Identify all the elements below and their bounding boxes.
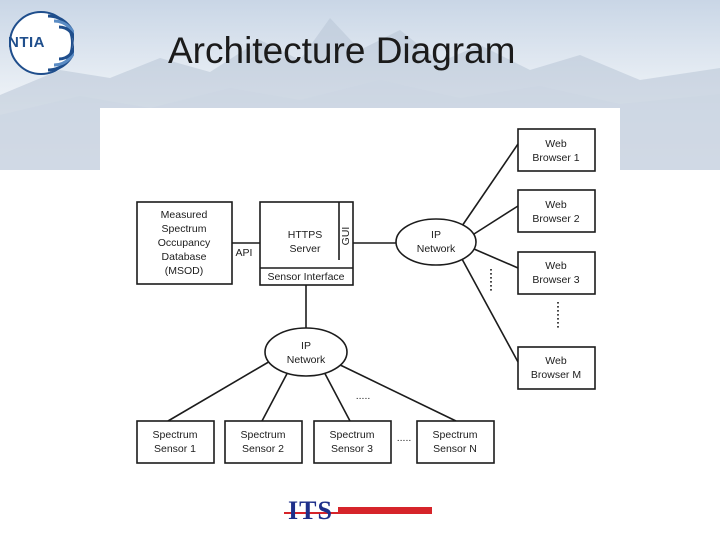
web-browser-2-label-2: Browser 2: [532, 213, 579, 225]
network-sensor1-link: [167, 359, 273, 422]
web-browser-m-box: [517, 346, 596, 390]
ellipsis-sensors: .....: [397, 432, 412, 444]
msod-label-4: Database: [162, 251, 207, 263]
https-server-box: [259, 201, 354, 286]
its-logo-bar: [338, 507, 432, 512]
web-browser-m-label-1: Web: [545, 355, 567, 367]
spectrum-sensor-n-label-1: Spectrum: [433, 429, 478, 441]
msod-label-2: Spectrum: [162, 223, 207, 235]
its-logo-text: ITS: [288, 496, 333, 525]
msod-database-box: [136, 201, 233, 285]
msod-label-3: Occupancy: [158, 237, 211, 249]
web-browser-m-label-2: Browser M: [531, 369, 581, 381]
network-browserm-link: [461, 258, 519, 363]
network-sensor2-link: [261, 367, 291, 422]
spectrum-sensor-3-label-1: Spectrum: [330, 429, 375, 441]
network-browser2-link: [473, 205, 519, 235]
ntia-logo: [9, 11, 74, 75]
spectrum-sensor-1-label-2: Sensor 1: [154, 443, 196, 455]
msod-label-5: (MSOD): [165, 265, 204, 277]
sensor-interface-label: Sensor Interface: [267, 271, 344, 283]
gui-label: GUI: [340, 227, 352, 246]
web-browser-2-box: [517, 189, 596, 233]
ntia-logo-text: NTIA: [8, 34, 45, 51]
spectrum-sensor-2-box: [224, 420, 303, 464]
spectrum-sensor-3-label-2: Sensor 3: [331, 443, 373, 455]
https-server-label-2: Server: [290, 243, 321, 255]
ip-network-bottom-ellipse: [264, 327, 348, 377]
spectrum-sensor-3-box: [313, 420, 392, 464]
spectrum-sensor-n-box: [416, 420, 495, 464]
spectrum-sensor-2-label-1: Spectrum: [241, 429, 286, 441]
web-browser-3-label-2: Browser 3: [532, 274, 579, 286]
network-browser3-link: [473, 248, 519, 269]
spectrum-sensor-1-label-1: Spectrum: [153, 429, 198, 441]
ellipsis-network-sensors: .....: [356, 390, 371, 402]
web-browser-1-label-1: Web: [545, 138, 567, 150]
api-label: API: [236, 247, 253, 259]
msod-label-1: Measured: [161, 209, 208, 221]
ip-network-top-ellipse: [395, 218, 477, 266]
ip-network-bottom-label-1: IP: [301, 340, 311, 352]
web-browser-2-label-1: Web: [545, 199, 567, 211]
https-server-label-1: HTTPS: [288, 229, 322, 241]
web-browser-1-label-2: Browser 1: [532, 152, 579, 164]
ip-network-top-label-2: Network: [417, 243, 456, 255]
slide-title: Architecture Diagram: [168, 30, 516, 71]
its-logo-underline: [284, 512, 432, 514]
ip-network-top-label-1: IP: [431, 229, 441, 241]
network-sensor3-link: [321, 367, 351, 422]
ip-network-bottom-label-2: Network: [287, 354, 326, 366]
spectrum-sensor-n-label-2: Sensor N: [433, 443, 477, 455]
web-browser-3-box: [517, 251, 596, 295]
spectrum-sensor-2-label-2: Sensor 2: [242, 443, 284, 455]
network-browser1-link: [461, 143, 519, 227]
network-sensorn-link: [333, 361, 457, 422]
web-browser-3-label-1: Web: [545, 260, 567, 272]
web-browser-1-box: [517, 128, 596, 172]
spectrum-sensor-1-box: [136, 420, 215, 464]
